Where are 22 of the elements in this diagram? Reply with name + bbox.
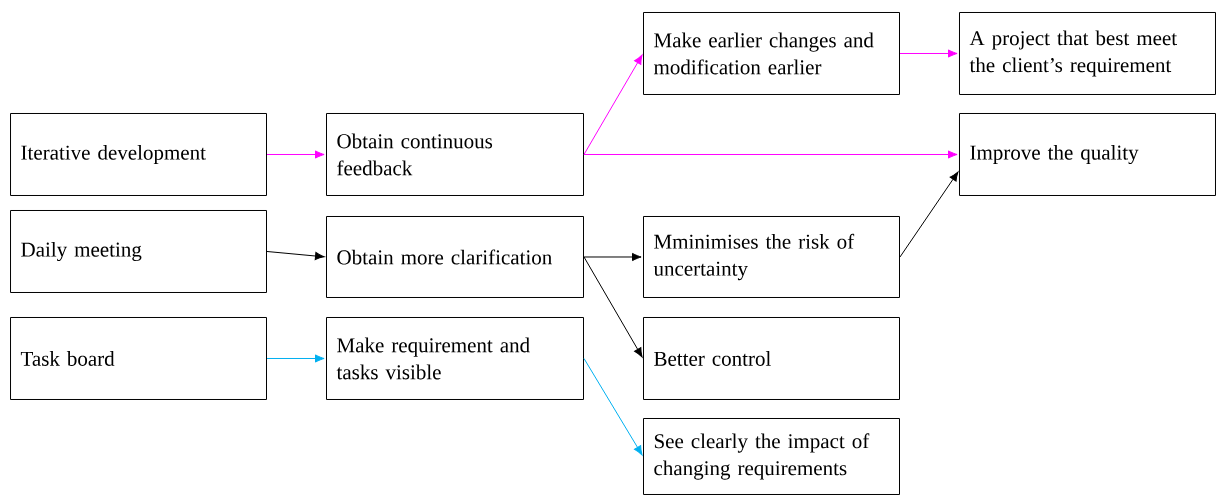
arrow — [266, 354, 325, 363]
process-box: Improve the quality — [959, 113, 1216, 196]
process-box: Task board — [10, 317, 267, 400]
arrow — [899, 171, 959, 258]
process-box: Make earlier changes and modification earlier — [643, 12, 900, 95]
arrow — [583, 252, 642, 262]
process-box: Iterative development — [10, 113, 267, 196]
process-box: Make requirement and tasks visible — [326, 317, 584, 400]
process-box: Mminimises the risk of uncertainty — [643, 216, 900, 298]
arrow — [583, 54, 643, 155]
process-box: Better control — [643, 317, 900, 400]
arrow — [583, 150, 958, 159]
process-box: Daily meeting — [10, 210, 267, 293]
process-box: See clearly the impact of changing requirements — [643, 418, 900, 495]
arrow — [266, 251, 325, 261]
arrow — [583, 358, 643, 456]
process-box: A project that best meet the client’s requirement — [959, 12, 1216, 95]
process-box: Obtain continuous feedback — [326, 113, 584, 196]
arrow — [899, 49, 958, 58]
arrow — [583, 256, 643, 358]
arrow — [266, 150, 325, 159]
process-box: Obtain more clarification — [326, 216, 584, 298]
